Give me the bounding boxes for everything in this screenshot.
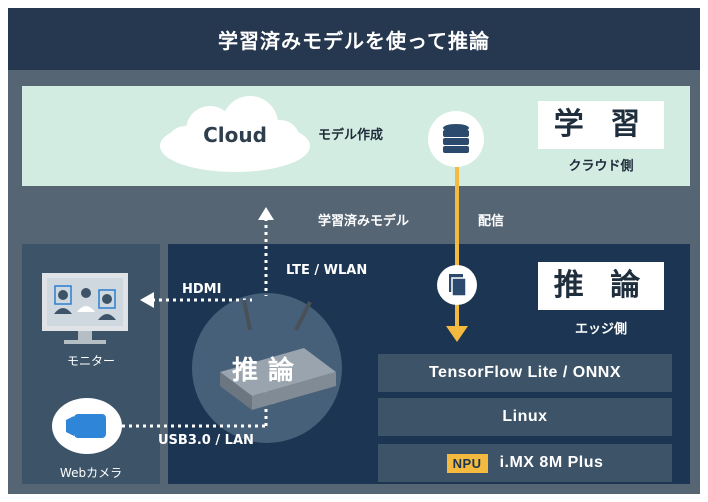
- stack-layer-os: Linux: [378, 398, 672, 436]
- delivery-label: 配信: [478, 214, 505, 229]
- hdmi-arrowhead: [140, 292, 154, 308]
- router-icon: [220, 299, 336, 410]
- stack-layer-hardware: NPU i.MX 8M Plus: [378, 444, 672, 482]
- inference-title: 推 論: [538, 262, 664, 310]
- learning-subtitle: クラウド側: [568, 159, 634, 174]
- document-icon: [437, 265, 477, 305]
- database-icon: [428, 111, 484, 167]
- stack-layer-framework: TensorFlow Lite / ONNX: [378, 354, 672, 392]
- cloud-icon: [160, 96, 310, 172]
- delivery-arrowhead: [446, 326, 468, 342]
- inference-subtitle: エッジ側: [574, 322, 627, 337]
- stack-layer-framework-label: TensorFlow Lite / ONNX: [428, 364, 622, 381]
- cloud-label: Cloud: [203, 123, 267, 147]
- camera-icon: [52, 398, 122, 454]
- model-creation-label: モデル作成: [318, 128, 384, 143]
- monitor-icon: [42, 273, 128, 344]
- diagram-title: 学習済みモデルを使って推論: [8, 8, 700, 70]
- learning-title: 学 習: [538, 101, 664, 149]
- monitor-label: モニター: [66, 354, 115, 368]
- upload-arrowhead: [258, 207, 274, 220]
- device-inference-label: 推論: [232, 356, 305, 386]
- camera-label: Webカメラ: [59, 466, 123, 480]
- lte-label: LTE / WLAN: [286, 263, 368, 278]
- npu-badge: NPU: [446, 453, 488, 473]
- stack-layer-hardware-label: i.MX 8M Plus: [499, 454, 604, 471]
- trained-model-label: 学習済みモデル: [318, 214, 410, 229]
- stack-layer-os-label: Linux: [502, 408, 548, 425]
- usb-label: USB3.0 / LAN: [158, 433, 254, 448]
- hdmi-label: HDMI: [182, 282, 222, 297]
